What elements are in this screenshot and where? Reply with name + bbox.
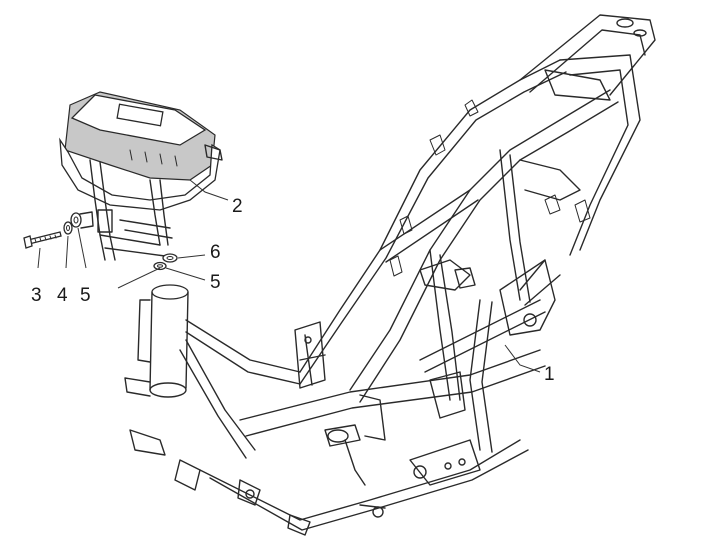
- washer: [63, 221, 73, 235]
- leader-lines: [37, 179, 541, 373]
- label-frame: 1: [544, 364, 555, 385]
- dashboard-bracket: [59, 91, 223, 261]
- scooter-frame: [124, 14, 656, 536]
- screw: [23, 231, 62, 249]
- label-spacer-left: 5: [80, 285, 91, 306]
- label-screw: 3: [31, 285, 42, 306]
- head-tube: [124, 284, 189, 398]
- label-washer-b: 6: [210, 242, 221, 263]
- spacer-right: [153, 261, 167, 271]
- spacer-left: [70, 211, 94, 229]
- label-washer-a: 4: [57, 285, 68, 306]
- label-spacer-right: 5: [210, 272, 221, 293]
- washer-right: [162, 253, 178, 263]
- label-dash-bracket: 2: [232, 196, 243, 217]
